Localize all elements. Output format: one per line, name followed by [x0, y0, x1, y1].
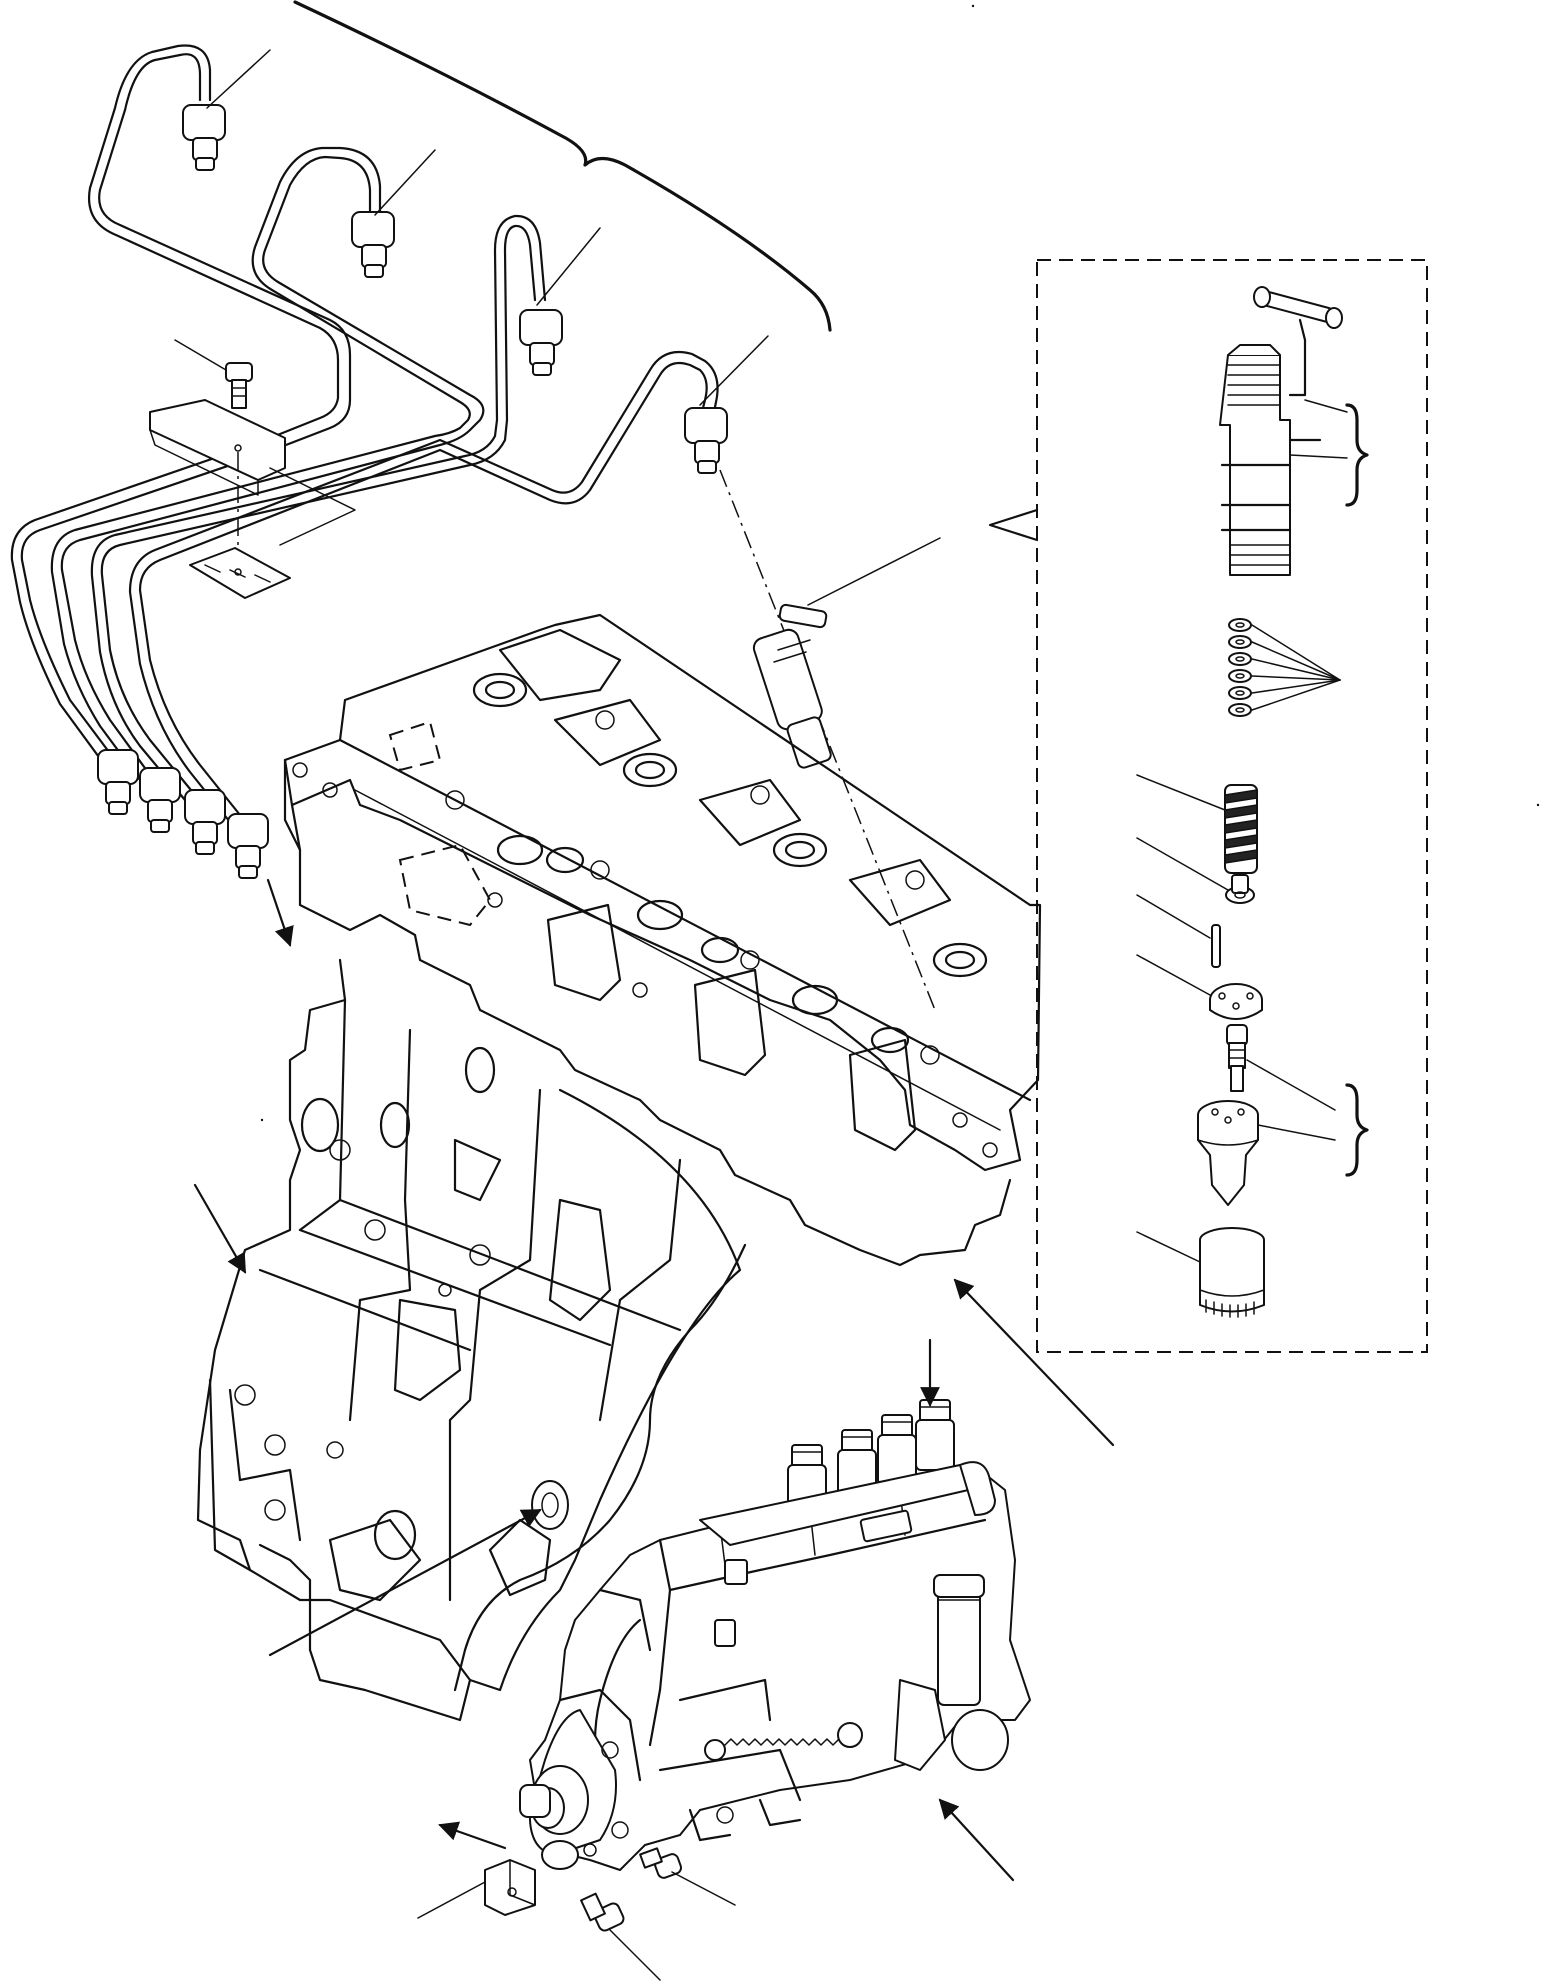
- distance-piece: [1209, 983, 1263, 1020]
- leader-shim-6: [1251, 679, 1341, 711]
- callout-braces: [1345, 403, 1369, 1177]
- clamp-lower: [189, 547, 291, 599]
- pipe-clamp: [149, 362, 356, 599]
- pump-drive-end: [519, 1709, 734, 1870]
- reference-arrows: [193, 878, 1115, 1882]
- scan-specks: [260, 4, 1540, 1122]
- injector-centre-line: [719, 469, 936, 1011]
- clamp-leader: [269, 467, 356, 546]
- pipe-2-inner: [50, 146, 471, 782]
- pump-feed-pump: [894, 1574, 1009, 1771]
- nozzle-body: [1197, 1100, 1259, 1206]
- block-break-line: [453, 1243, 747, 1692]
- cylinder-block: [196, 958, 747, 1722]
- arrow-to-head: [953, 1278, 1115, 1447]
- leader-lines: [174, 49, 1348, 1981]
- head-port-1: [398, 843, 492, 927]
- pipe-group-brace: [293, 0, 832, 332]
- adjusting-shims: [1228, 618, 1252, 717]
- pipe-nut-bottom-3: [184, 789, 226, 855]
- pipe-nut-bottom-1: [97, 749, 139, 815]
- leader-needle: [1246, 1059, 1336, 1111]
- clamp-upper: [149, 399, 286, 496]
- arrow-to-pump-boss: [268, 1508, 542, 1657]
- leader-pump-bolt-1: [609, 1929, 661, 1981]
- pipe-nut-top-3: [519, 309, 563, 376]
- retaining-nut: [1199, 1227, 1265, 1318]
- detail-callout-wedge: [988, 508, 1039, 542]
- leader-spring: [1136, 774, 1226, 811]
- leader-clamp-bolt: [174, 339, 227, 371]
- governor-spring: [724, 1738, 846, 1746]
- push-rod: [1211, 924, 1221, 968]
- injector-exploded-view: [988, 259, 1428, 1353]
- head-port-2: [546, 903, 622, 1002]
- pump-bolt-1: [580, 1892, 625, 1932]
- head-port-4: [848, 1038, 917, 1152]
- leader-bracket: [417, 1881, 486, 1919]
- pipe-4-inner: [128, 350, 719, 824]
- pressure-spring: [1224, 784, 1258, 874]
- leader-pipe-1: [206, 49, 271, 109]
- arrow-to-block: [193, 1183, 247, 1274]
- leader-shim-2: [1251, 641, 1341, 681]
- head-outline: [283, 613, 1042, 1172]
- pipe-1: [20, 53, 352, 762]
- leader-leak-pin: [1304, 399, 1348, 413]
- installed-injector: [719, 469, 936, 1011]
- leader-shim-4: [1251, 675, 1341, 681]
- pipe-4: [138, 361, 708, 817]
- pump-mount-boss: [531, 1480, 569, 1530]
- brace-nozzle-holder: [1345, 403, 1369, 507]
- pipe-nut-top-1: [182, 104, 226, 171]
- brace-nozzle: [1345, 1083, 1369, 1177]
- arrow-bracket-out: [438, 1821, 507, 1850]
- leader-retaining-nut: [1136, 1231, 1201, 1263]
- leader-distance-piece: [1136, 954, 1211, 996]
- leader-pump-bolt-2: [671, 1871, 736, 1906]
- pipe-nut-top-2: [351, 211, 395, 278]
- block-outline: [196, 958, 472, 1722]
- injector-detail-frame: [1036, 259, 1428, 1353]
- nozzle-holder: [1219, 318, 1322, 576]
- leader-pipe-2: [374, 149, 436, 216]
- pipe-3-inner: [90, 214, 547, 802]
- leader-pipe-3: [536, 227, 601, 306]
- cylinder-head: [283, 613, 1042, 1267]
- leader-installed-injector: [807, 537, 941, 606]
- leader-pipe-4: [699, 335, 769, 406]
- arrow-pipes-to-head: [266, 878, 294, 947]
- pipe-nut-top-4: [684, 407, 728, 474]
- pump-bolt-2: [639, 1847, 683, 1879]
- leader-shim-3: [1251, 658, 1341, 681]
- pipe-1-inner: [10, 44, 340, 766]
- pump-bracket: [484, 1859, 536, 1916]
- spring-seat: [1225, 874, 1255, 904]
- leader-spring-seat: [1136, 837, 1229, 891]
- leader-nozzle-body: [1257, 1124, 1336, 1141]
- pipe-nut-bottom-2: [139, 767, 181, 833]
- leader-shim-1: [1251, 624, 1341, 681]
- clamp-bolt: [225, 362, 253, 409]
- leader-push-rod: [1136, 894, 1211, 939]
- leak-off-pin: [1253, 286, 1343, 329]
- pipe-2: [60, 155, 485, 777]
- injection-pipes: [10, 0, 832, 879]
- head-port-3: [693, 968, 767, 1077]
- fuel-injection-pump: [519, 1399, 1031, 1871]
- arrow-to-pump: [938, 1798, 1015, 1882]
- leader-holder: [1289, 454, 1348, 459]
- nozzle-needle: [1226, 1024, 1248, 1092]
- head-bosses: [445, 672, 988, 1065]
- pipe-nut-bottom-4: [227, 813, 269, 879]
- leader-shim-5: [1251, 679, 1341, 694]
